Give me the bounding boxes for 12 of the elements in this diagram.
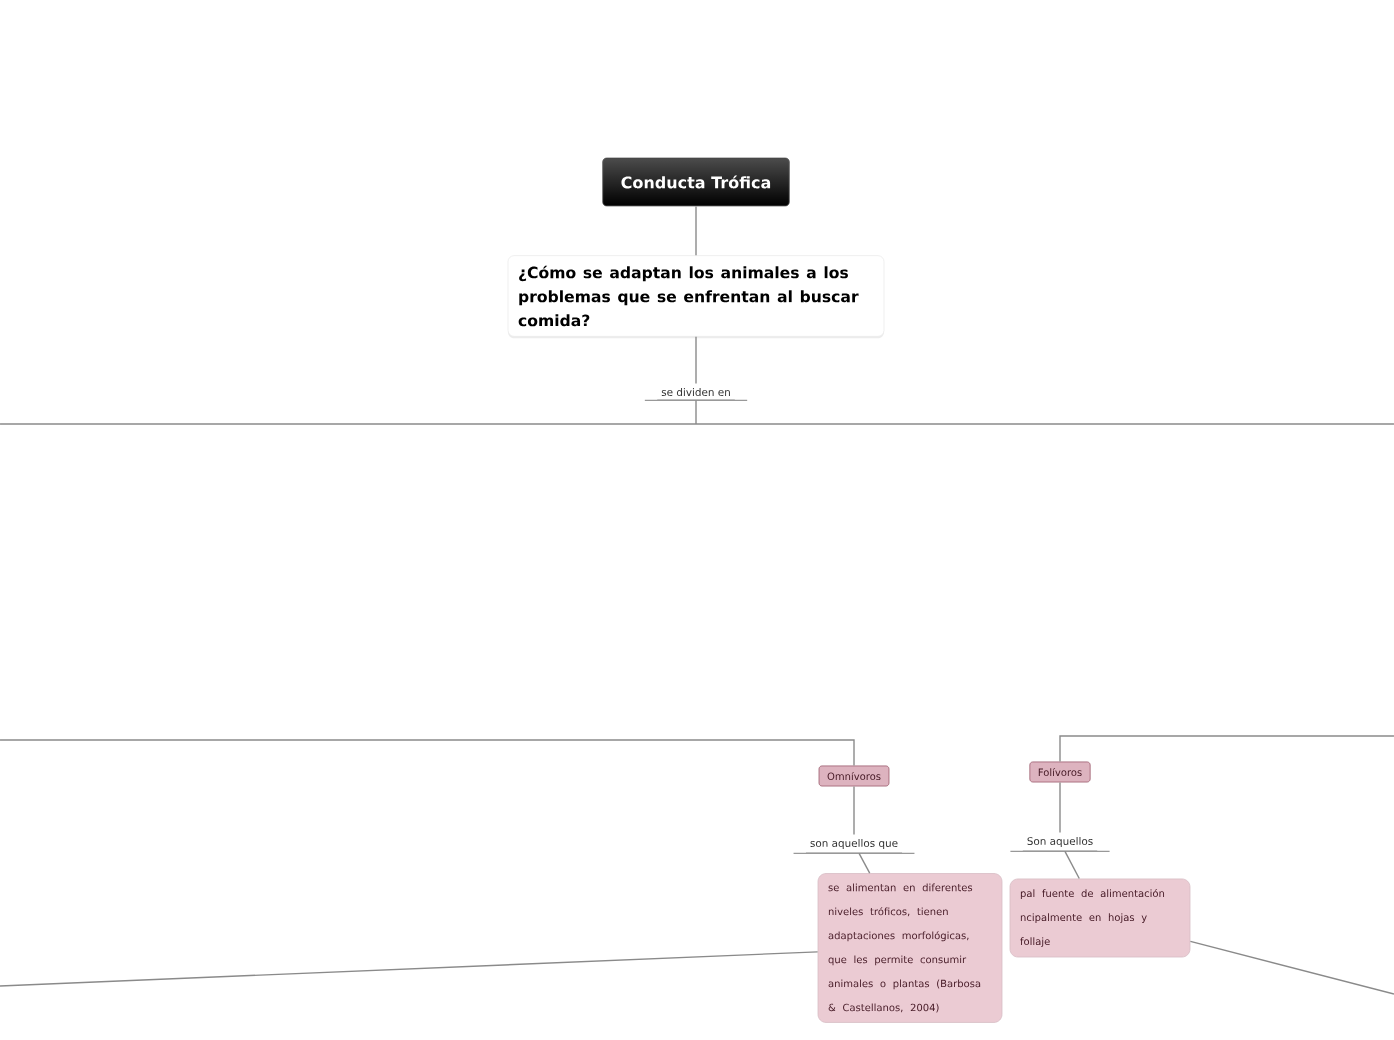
connector-line xyxy=(858,852,871,874)
connector-line xyxy=(853,785,855,836)
connector-line xyxy=(1059,781,1061,834)
connector-line xyxy=(695,205,697,256)
title-box: Conducta Trófica xyxy=(602,157,790,207)
connector-line xyxy=(695,399,697,425)
connector-line xyxy=(0,739,855,767)
connector-line xyxy=(0,951,819,987)
connector-line xyxy=(695,336,697,385)
connector-line xyxy=(1059,735,1394,763)
connector-line xyxy=(1064,850,1080,880)
connector-line xyxy=(1189,940,1394,995)
